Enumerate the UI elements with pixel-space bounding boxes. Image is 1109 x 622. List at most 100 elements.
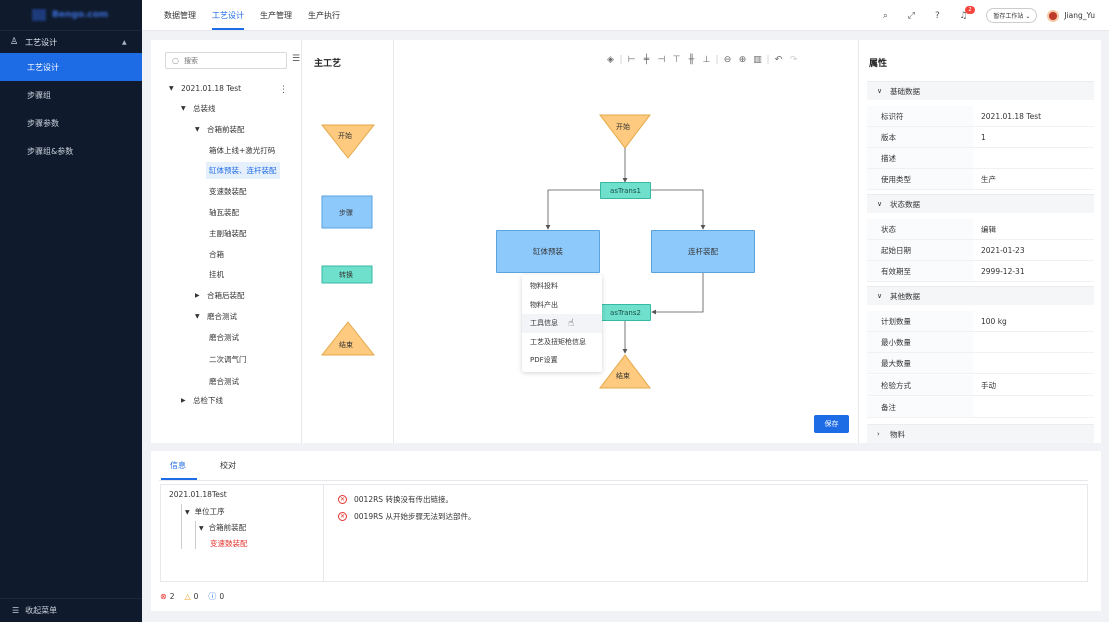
- align-right-icon[interactable]: ⊣: [657, 55, 666, 65]
- sidebar-item-step-group[interactable]: 步骤组: [0, 81, 142, 109]
- palette-end-shape[interactable]: [320, 321, 376, 356]
- canvas-title: 主工艺: [314, 59, 342, 69]
- start-node-shape[interactable]: [598, 114, 652, 149]
- prop-value[interactable]: [973, 397, 1094, 417]
- tree-node[interactable]: 轴瓦装配: [209, 204, 239, 221]
- prop-value[interactable]: 1: [981, 132, 986, 142]
- tree-node[interactable]: 变速鼓装配: [209, 183, 247, 200]
- palette-start-shape[interactable]: [320, 124, 376, 159]
- user-name[interactable]: Jiang_Yu: [1064, 11, 1095, 20]
- nav-production-management[interactable]: 生产管理: [260, 10, 292, 20]
- tree-node[interactable]: 磨合测试: [209, 373, 239, 390]
- palette-end-label: 结束: [339, 341, 353, 349]
- validation-tree-node-error[interactable]: 变速鼓装配: [210, 539, 248, 548]
- nav-production-execution[interactable]: 生产执行: [308, 10, 340, 20]
- tree-node[interactable]: ▼磨合测试: [195, 308, 237, 325]
- align-center-icon[interactable]: ╪: [643, 55, 650, 65]
- flow-canvas[interactable]: 开始 asTrans1 缸体预装 连杆装配 asTrans2 结束: [394, 40, 858, 443]
- tree-node-selected[interactable]: 缸体预装、连杆装配: [206, 162, 280, 179]
- prop-value[interactable]: [973, 353, 1094, 373]
- tree-node[interactable]: ▼合箱前装配: [195, 121, 245, 138]
- ctx-item-material-input[interactable]: 物料投料: [530, 282, 558, 291]
- tree-node[interactable]: 二次调气门: [209, 351, 247, 368]
- palette-trans-shape[interactable]: [321, 265, 373, 284]
- fullscreen-icon[interactable]: ⤢: [907, 10, 915, 21]
- zoom-in-icon[interactable]: ⊕: [738, 55, 747, 65]
- prop-value[interactable]: 手动: [981, 380, 996, 390]
- zoom-out-icon[interactable]: ⊖: [723, 55, 732, 65]
- section-other-data[interactable]: ∨其他数据: [867, 286, 1094, 305]
- chevron-up-icon: ▲: [122, 38, 127, 46]
- trans1-node[interactable]: asTrans1: [600, 182, 651, 199]
- save-button[interactable]: 保存: [814, 415, 849, 433]
- tree-node[interactable]: ▼2021.01.18 Test: [169, 80, 241, 97]
- align-top-icon[interactable]: ⊤: [672, 55, 681, 65]
- layers-icon[interactable]: ◈: [607, 55, 614, 65]
- undo-icon[interactable]: ↶: [774, 55, 783, 65]
- prop-value[interactable]: 100 kg: [981, 316, 1007, 326]
- validation-tree-node[interactable]: ▼合箱前装配: [199, 522, 246, 533]
- sidebar-item-process-design[interactable]: 工艺设计: [0, 53, 142, 81]
- error-count[interactable]: ⊗2: [160, 592, 174, 601]
- validation-message[interactable]: ✕0012RS 转换没有传出链接。: [338, 494, 453, 505]
- ctx-item-tool-info[interactable]: 工具信息☝: [522, 314, 602, 333]
- prop-value[interactable]: 2999-12-31: [981, 266, 1025, 276]
- ctx-item-torque-info[interactable]: 工艺及扭矩枪信息: [530, 337, 586, 346]
- tree-node[interactable]: 合箱: [209, 246, 224, 263]
- trans2-node[interactable]: asTrans2: [600, 304, 651, 321]
- align-bottom-icon[interactable]: ⊥: [702, 55, 711, 65]
- collapse-menu-button[interactable]: ☰ 收起菜单: [0, 598, 142, 622]
- tab-info[interactable]: 信息: [170, 461, 186, 470]
- validation-panel: 信息 校对 2021.01.18Test ▼单位工序 ▼合箱前装配 变速鼓装配 …: [151, 451, 1101, 611]
- validation-message[interactable]: ✕0019RS 从开始步骤无法到达部件。: [338, 511, 475, 522]
- warning-count[interactable]: △0: [184, 592, 198, 601]
- prop-value[interactable]: 2021-01-23: [981, 245, 1025, 255]
- menu-group-process-design[interactable]: ♙ 工艺设计 ▲: [0, 31, 142, 53]
- tree-node[interactable]: ▶合箱后装配: [195, 287, 245, 304]
- section-basic-data[interactable]: ∨基础数据: [867, 81, 1094, 100]
- search-box[interactable]: ○: [165, 52, 287, 69]
- prop-value[interactable]: 2021.01.18 Test: [981, 111, 1042, 121]
- step-left-node[interactable]: 缸体预装: [496, 230, 600, 273]
- trash-icon[interactable]: ▥: [753, 55, 762, 65]
- validation-tree-node[interactable]: ▼单位工序: [185, 506, 225, 517]
- align-left-icon[interactable]: ⊢: [627, 55, 636, 65]
- tab-divider: [159, 480, 1088, 481]
- nav-process-design[interactable]: 工艺设计: [204, 0, 252, 30]
- prop-value[interactable]: [973, 332, 1094, 352]
- prop-value[interactable]: 生产: [981, 174, 996, 184]
- prop-value[interactable]: 编辑: [981, 224, 996, 234]
- tree-node[interactable]: 主副轴装配: [209, 225, 247, 242]
- tree-node[interactable]: ▶总检下线: [181, 392, 223, 409]
- section-materials[interactable]: ›物料: [867, 424, 1094, 443]
- tree-node[interactable]: ▼总装线: [181, 100, 216, 117]
- bell-icon[interactable]: ♫2: [950, 5, 976, 21]
- prop-value[interactable]: [973, 148, 1094, 168]
- validation-tree-node[interactable]: 2021.01.18Test: [169, 490, 227, 499]
- section-status-data[interactable]: ∨状态数据: [867, 194, 1094, 213]
- step-right-node[interactable]: 连杆装配: [651, 230, 755, 273]
- tab-check[interactable]: 校对: [220, 461, 236, 470]
- redo-icon[interactable]: ↷: [789, 55, 798, 65]
- end-node-shape[interactable]: [598, 354, 652, 389]
- help-icon[interactable]: ?: [935, 10, 940, 21]
- avatar[interactable]: [1047, 9, 1060, 22]
- more-vertical-icon[interactable]: ⋮: [279, 85, 288, 95]
- tree-node-label: 箱体上线+激光打码: [209, 146, 276, 155]
- tree-node[interactable]: 箱体上线+激光打码: [209, 142, 275, 159]
- search-icon[interactable]: ⌕: [882, 10, 888, 21]
- station-button[interactable]: 暂存工作站 ⌄: [986, 8, 1038, 23]
- tree-node[interactable]: 磨合测试: [209, 329, 239, 346]
- sidebar-item-step-params[interactable]: 步骤参数: [0, 109, 142, 137]
- align-middle-icon[interactable]: ╫: [688, 55, 695, 65]
- palette-step-shape[interactable]: [321, 195, 373, 229]
- sidebar-item-step-group-params[interactable]: 步骤组&参数: [0, 137, 142, 165]
- tree-node[interactable]: 挂机: [209, 266, 224, 283]
- search-input[interactable]: [183, 56, 279, 65]
- tree-toggle-icon[interactable]: ☰: [292, 54, 301, 64]
- ctx-item-pdf-settings[interactable]: PDF设置: [530, 356, 558, 365]
- ctx-item-material-output[interactable]: 物料产出: [530, 300, 558, 309]
- prop-row: 状态编辑: [867, 219, 1094, 240]
- nav-data-management[interactable]: 数据管理: [164, 10, 196, 20]
